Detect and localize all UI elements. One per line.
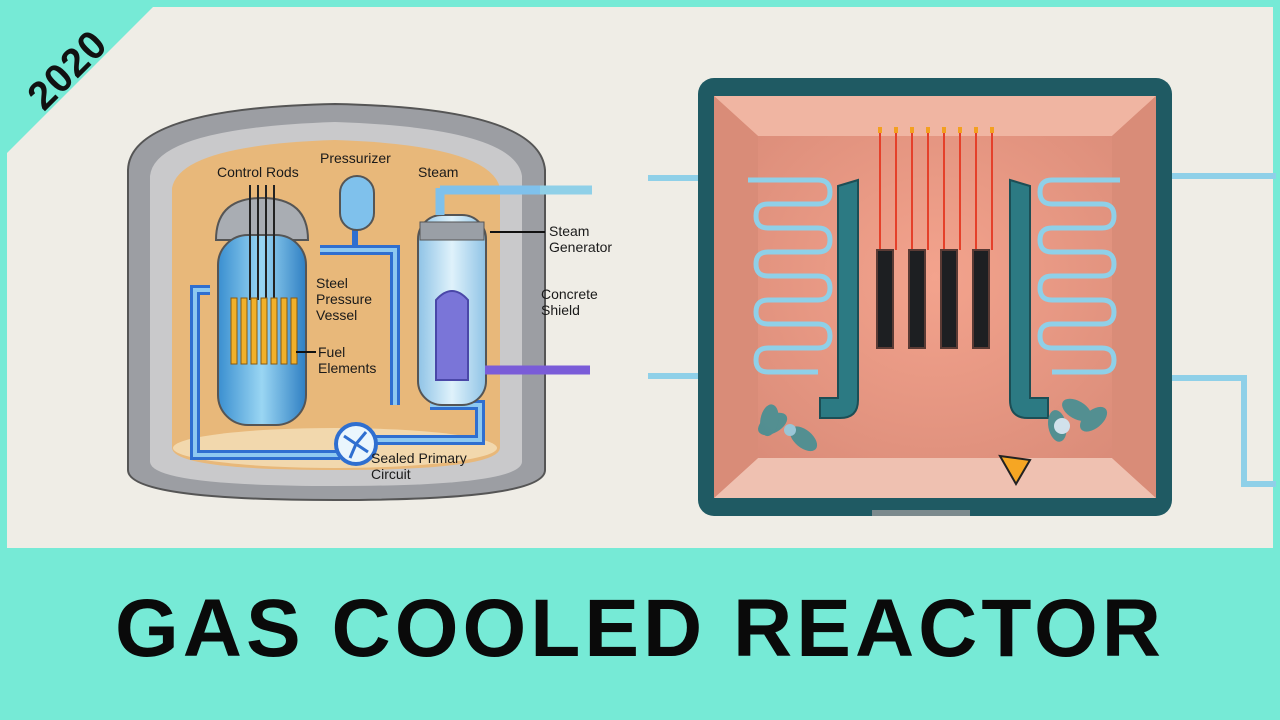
left-gas-duct (819, 178, 859, 419)
reactor-chamber (714, 96, 1156, 498)
right-gas-duct (1009, 178, 1049, 419)
label-concrete-line1: Concrete (541, 286, 598, 302)
year-corner-badge (0, 0, 160, 160)
control-rod-wires (879, 132, 993, 250)
label-circuit-line2: Circuit (371, 466, 411, 482)
label-circuit-line1: Sealed Primary (371, 450, 467, 466)
label-steam: Steam (418, 164, 458, 180)
video-title: GAS COOLED REACTOR (115, 583, 1165, 674)
right-heat-exchanger-coil (1037, 177, 1120, 375)
label-steam-generator-line2: Generator (549, 239, 612, 255)
steam-generator (417, 185, 590, 406)
primary-pump (334, 422, 378, 466)
label-steel-line3: Vessel (316, 307, 357, 323)
right-gas-reactor-diagram (648, 78, 1276, 516)
fuel-elements (230, 297, 298, 365)
label-fuel-line1: Fuel (318, 344, 345, 360)
left-cutaway-diagram: Control Rods Pressurizer Steam Steam Gen… (127, 102, 612, 502)
right-circulator-fan (1048, 398, 1108, 442)
left-heat-exchanger-coil (748, 177, 833, 375)
label-steam-generator-line1: Steam (549, 223, 589, 239)
label-concrete-line2: Shield (541, 302, 580, 318)
pressurizer (339, 175, 375, 245)
label-fuel-line2: Elements (318, 360, 376, 376)
label-control-rods: Control Rods (217, 164, 299, 180)
external-coolant-pipes (648, 173, 1276, 487)
left-circulator-fan (758, 404, 818, 452)
graphite-fuel-channels (876, 249, 990, 349)
steel-pressure-vessel (214, 185, 310, 426)
label-pressurizer: Pressurizer (320, 150, 391, 166)
cursor-arrow-icon (998, 454, 1032, 486)
label-steel-line1: Steel (316, 275, 348, 291)
label-steel-line2: Pressure (316, 291, 372, 307)
